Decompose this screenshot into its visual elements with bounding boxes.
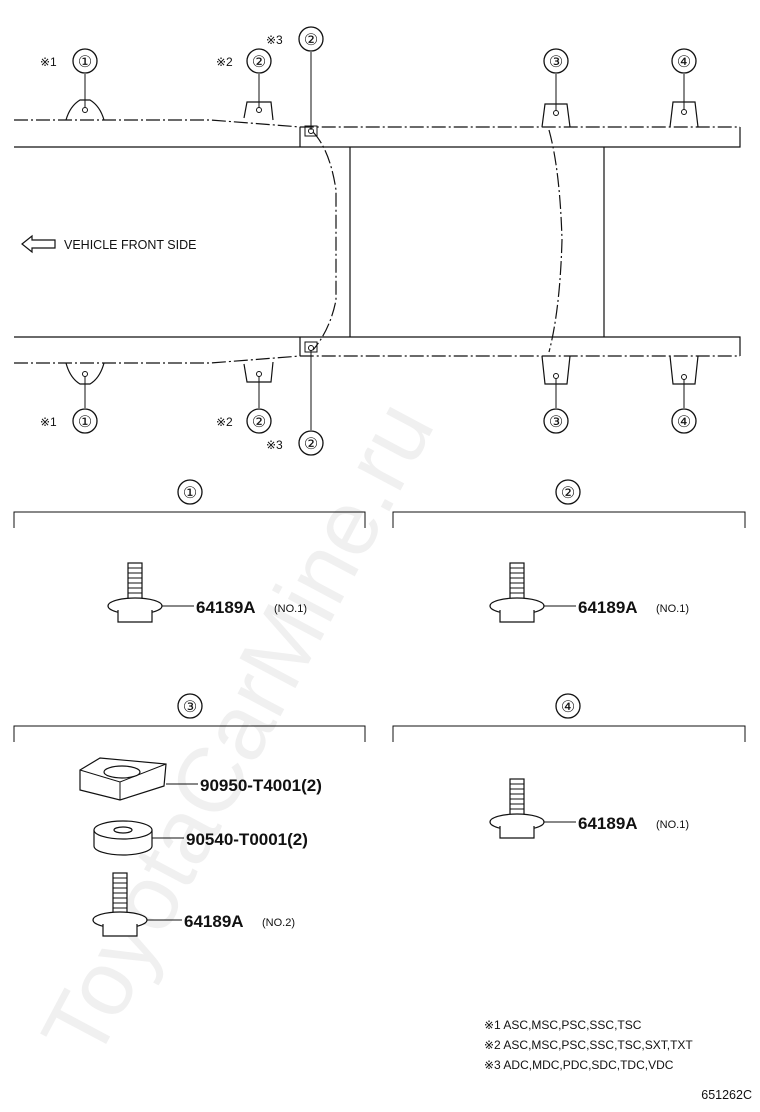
square-washer: [79, 757, 167, 801]
watermark: ToyotaCarMine.ru: [23, 385, 454, 1074]
part-number: 64189A: [184, 912, 244, 931]
callout: ②: [252, 54, 266, 71]
callout: ②: [304, 32, 318, 49]
part-qualifier: (NO.2): [262, 917, 295, 929]
section-title: ③: [183, 699, 197, 716]
flange-bolt: [489, 778, 545, 839]
part-number: 90950-T4001(2): [200, 776, 322, 795]
note-marker: ※1: [40, 55, 57, 69]
callout: ③: [549, 54, 563, 71]
note-line: ※1 ASC,MSC,PSC,SSC,TSC: [484, 1018, 642, 1032]
frame-view: [14, 52, 741, 430]
diagram-code: 651262C: [701, 1088, 752, 1102]
round-spacer: [93, 820, 153, 856]
frame-callouts: ※1 ① ※2 ② ※3 ② ③ ④ ※1 ① ※2 ② ※3 ② ③ ④: [40, 26, 697, 456]
part-number: 64189A: [196, 598, 256, 617]
callout: ③: [549, 414, 563, 431]
section-3: ③ 90950-T4001(2) 90540-T0001(2) 64189A (…: [13, 693, 366, 937]
part-qualifier: (NO.1): [656, 819, 689, 831]
note-marker: ※3: [266, 33, 283, 47]
section-2: ② 64189A (NO.1): [392, 479, 746, 623]
note-line: ※2 ASC,MSC,PSC,SSC,TSC,SXT,TXT: [484, 1038, 693, 1052]
note-marker: ※3: [266, 438, 283, 452]
left-arrow-icon: [21, 234, 56, 254]
flange-bolt: [107, 562, 163, 623]
callout: ④: [677, 414, 691, 431]
section-title: ①: [183, 485, 197, 502]
section-title: ④: [561, 699, 575, 716]
section-title: ②: [561, 485, 575, 502]
note-line: ※3 ADC,MDC,PDC,SDC,TDC,VDC: [484, 1058, 674, 1072]
notes: ※1 ASC,MSC,PSC,SSC,TSC ※2 ASC,MSC,PSC,SS…: [484, 1018, 693, 1072]
note-marker: ※2: [216, 55, 233, 69]
section-1: ① 64189A (NO.1): [13, 479, 366, 623]
flange-bolt: [92, 872, 148, 937]
callout: ②: [252, 414, 266, 431]
callout: ①: [78, 414, 92, 431]
part-number: 64189A: [578, 598, 638, 617]
part-qualifier: (NO.1): [274, 603, 307, 615]
part-number: 90540-T0001(2): [186, 830, 308, 849]
part-number: 64189A: [578, 814, 638, 833]
vehicle-front-indicator: VEHICLE FRONT SIDE: [21, 234, 196, 254]
note-marker: ※1: [40, 415, 57, 429]
note-marker: ※2: [216, 415, 233, 429]
flange-bolt: [489, 562, 545, 623]
direction-label: VEHICLE FRONT SIDE: [64, 238, 196, 252]
callout: ②: [304, 436, 318, 453]
callout: ①: [78, 54, 92, 71]
callout: ④: [677, 54, 691, 71]
part-qualifier: (NO.1): [656, 603, 689, 615]
section-4: ④ 64189A (NO.1): [392, 693, 746, 839]
